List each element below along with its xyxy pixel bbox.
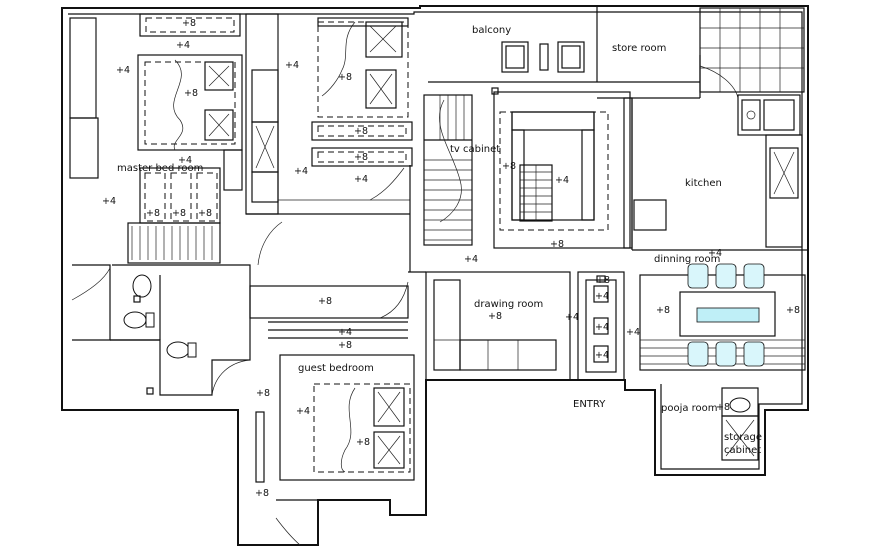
level-marker: +4 bbox=[285, 60, 299, 71]
level-marker: +8 bbox=[488, 311, 502, 322]
label-drawing-room: drawing room bbox=[474, 299, 543, 310]
kitchen-tiles bbox=[699, 7, 805, 93]
pooja-room bbox=[721, 387, 759, 461]
level-marker: +4 bbox=[296, 406, 310, 417]
level-marker: +8 bbox=[786, 305, 800, 316]
guest-bedroom bbox=[255, 354, 415, 546]
level-marker: +8 bbox=[184, 88, 198, 99]
label-entry: ENTRY bbox=[573, 399, 606, 410]
level-marker: +8 bbox=[338, 340, 352, 351]
entry-pillars bbox=[577, 271, 625, 381]
level-marker: +4 bbox=[354, 174, 368, 185]
level-marker: +8 bbox=[256, 388, 270, 399]
upper-middle-bedroom bbox=[245, 13, 413, 266]
outer-walls bbox=[61, 5, 809, 546]
level-marker: +4 bbox=[595, 322, 609, 333]
level-marker: +8 bbox=[146, 208, 160, 219]
master-bedroom bbox=[69, 13, 243, 264]
label-kitchen: kitchen bbox=[685, 178, 722, 189]
level-marker: +8 bbox=[198, 208, 212, 219]
level-marker: +8 bbox=[596, 275, 610, 286]
level-marker: +4 bbox=[555, 175, 569, 186]
label-pooja-room: pooja room bbox=[661, 403, 718, 414]
level-markers: +8 +4 +4 +8 +4 +4 +8 +8 +8 +4 +8 +8 +8 +… bbox=[102, 18, 800, 499]
level-marker: +4 bbox=[708, 248, 722, 259]
level-marker: +8 bbox=[502, 161, 516, 172]
level-marker: +4 bbox=[102, 196, 116, 207]
level-marker: +8 bbox=[318, 296, 332, 307]
kitchen bbox=[631, 7, 808, 251]
level-marker: +4 bbox=[116, 65, 130, 76]
label-storage-cabinet-2: cabinet bbox=[724, 445, 761, 456]
level-marker: +8 bbox=[255, 488, 269, 499]
level-marker: +4 bbox=[176, 40, 190, 51]
level-marker: +8 bbox=[354, 126, 368, 137]
label-master-bedroom: master bed room bbox=[117, 163, 203, 174]
level-marker: +4 bbox=[626, 327, 640, 338]
level-marker: +4 bbox=[464, 254, 478, 265]
room-labels: balcony store room master bed room tv ca… bbox=[117, 25, 762, 456]
level-marker: +4 bbox=[294, 166, 308, 177]
balcony bbox=[428, 6, 598, 83]
level-marker: +4 bbox=[565, 312, 579, 323]
label-storage-cabinet-1: storage bbox=[724, 432, 762, 443]
label-dinning-room: dinning room bbox=[654, 254, 720, 265]
level-marker: +4 bbox=[178, 155, 192, 166]
level-marker: +8 bbox=[656, 305, 670, 316]
level-marker: +8 bbox=[716, 402, 730, 413]
label-balcony: balcony bbox=[472, 25, 511, 36]
level-marker: +4 bbox=[595, 350, 609, 361]
label-guest-bedroom: guest bedroom bbox=[298, 363, 374, 374]
dining-room bbox=[639, 263, 806, 371]
level-marker: +8 bbox=[182, 18, 196, 29]
corridor bbox=[246, 212, 411, 339]
drawing-room bbox=[379, 271, 571, 381]
label-store-room: store room bbox=[612, 43, 666, 54]
staircase bbox=[423, 94, 473, 246]
label-tv-cabinet: tv cabinet bbox=[450, 144, 500, 155]
toilet-block bbox=[71, 264, 251, 396]
level-marker: +4 bbox=[595, 291, 609, 302]
level-marker: +8 bbox=[356, 437, 370, 448]
level-marker: +8 bbox=[550, 239, 564, 250]
level-marker: +8 bbox=[172, 208, 186, 219]
level-marker: +8 bbox=[338, 72, 352, 83]
level-marker: +4 bbox=[338, 327, 352, 338]
level-marker: +8 bbox=[354, 152, 368, 163]
